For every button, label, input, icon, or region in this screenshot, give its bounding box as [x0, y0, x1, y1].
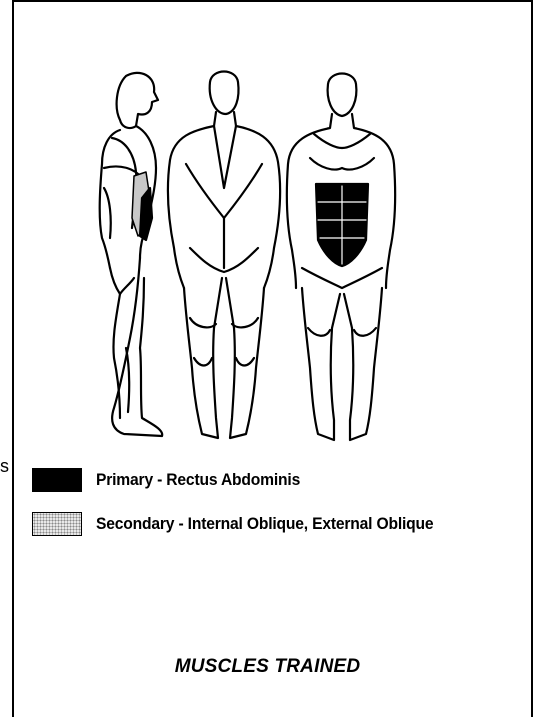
legend-item-secondary: Secondary - Internal Oblique, External O…: [32, 510, 463, 538]
legend-label-primary: Primary - Rectus Abdominis: [96, 470, 300, 490]
caption-muscles-trained: MUSCLES TRAINED: [0, 656, 535, 678]
muscle-figures-illustration: [90, 68, 400, 448]
legend: Primary - Rectus Abdominis Secondary - I…: [32, 466, 463, 554]
back-view-figure: [168, 72, 280, 439]
legend-label-secondary: Secondary - Internal Oblique, External O…: [96, 514, 433, 534]
side-view-figure: [100, 73, 163, 436]
secondary-swatch: [32, 512, 82, 536]
primary-swatch: [32, 468, 82, 492]
edge-cut-glyph: s: [0, 456, 9, 477]
legend-item-primary: Primary - Rectus Abdominis: [32, 466, 463, 494]
